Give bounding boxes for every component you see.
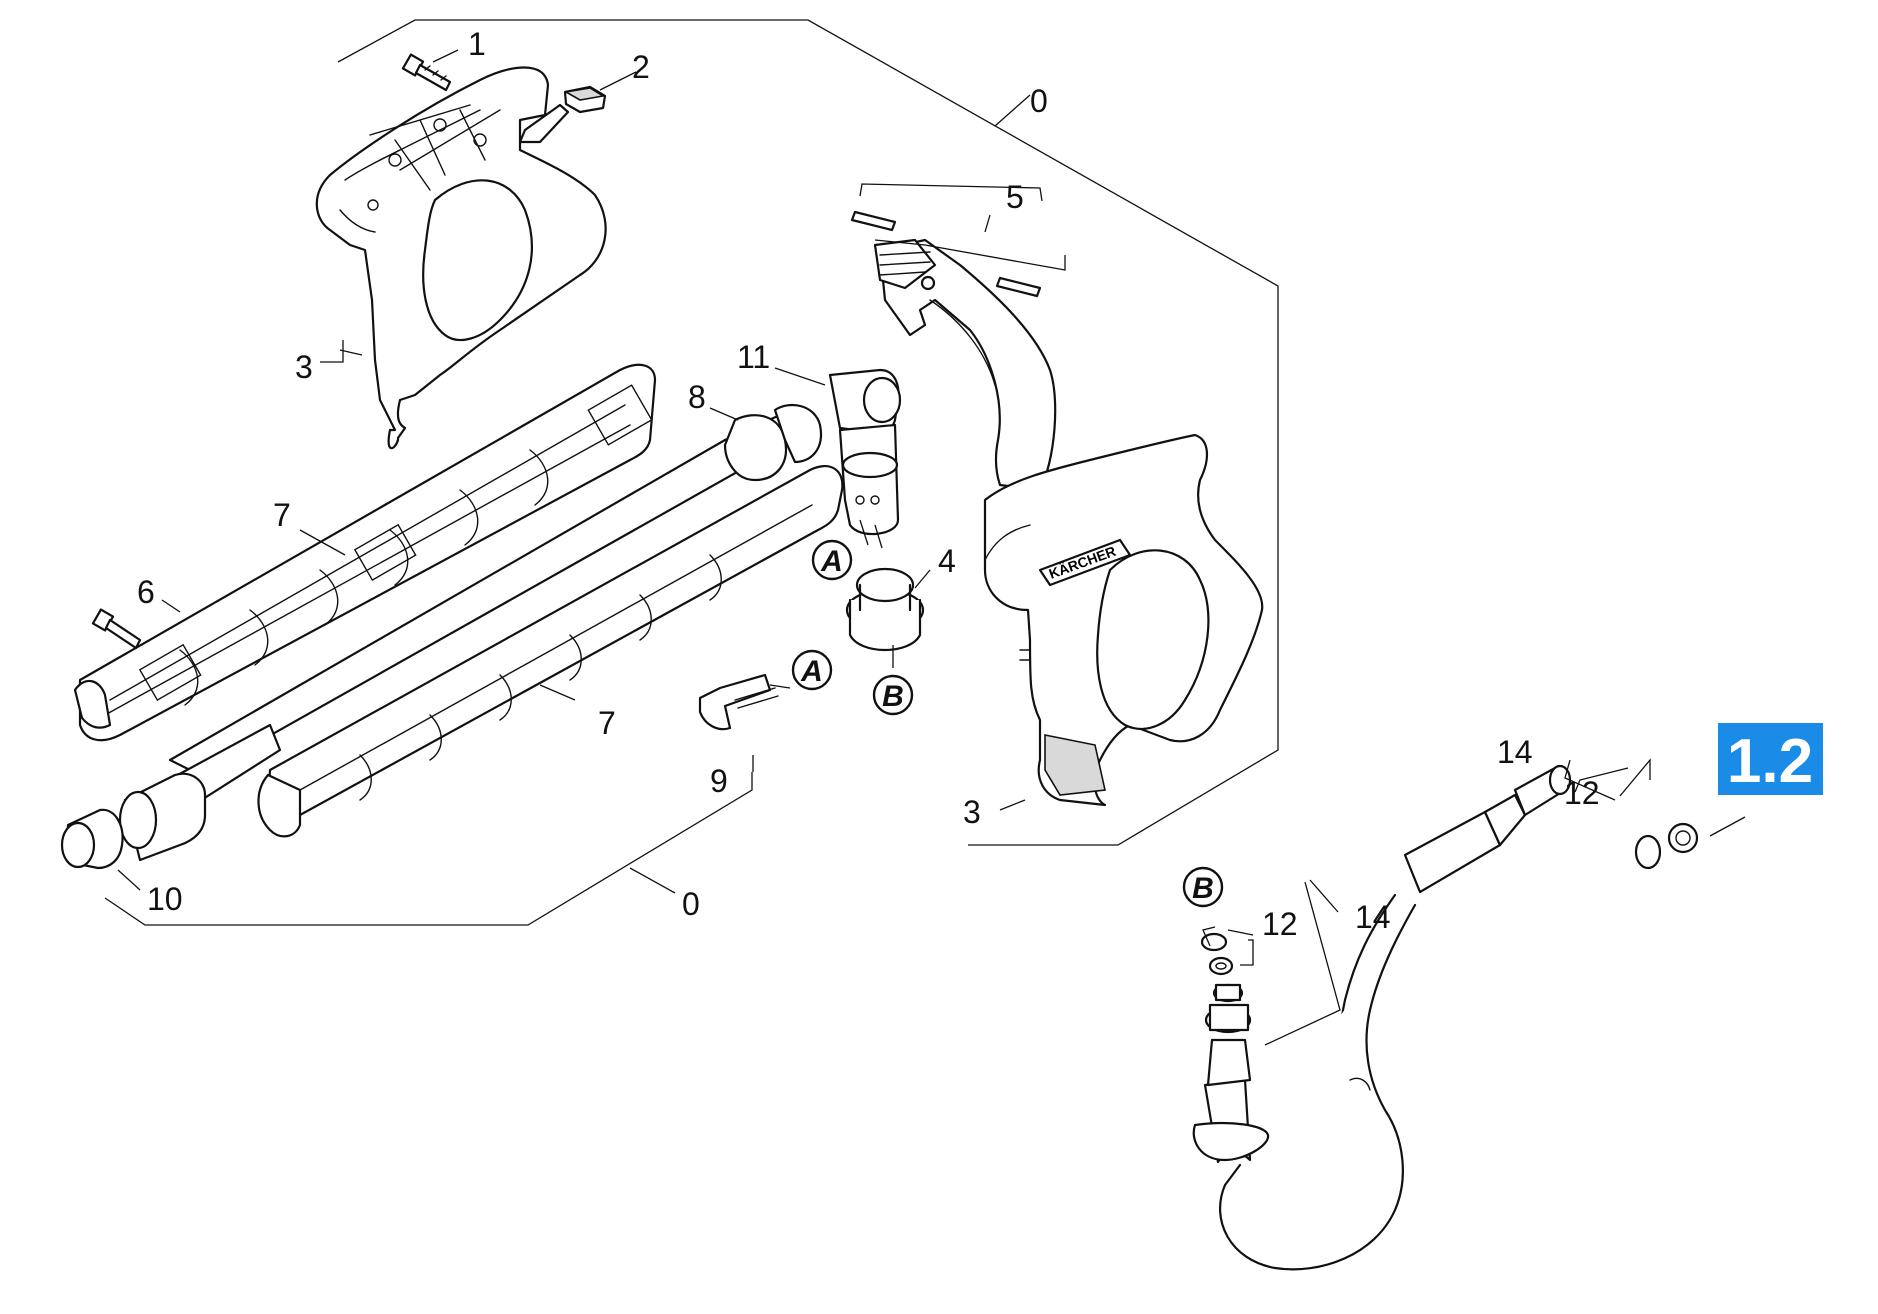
callout-0-top: 0 [1030, 83, 1048, 119]
section-badge-label: 1.2 [1727, 727, 1813, 796]
screw-part-6 [91, 608, 142, 650]
screw-part-1 [401, 53, 452, 92]
callout-14-top: 14 [1497, 734, 1533, 770]
callout-12-bottom: 12 [1262, 906, 1298, 942]
callout-0-bottom: 0 [682, 886, 700, 922]
reference-tag-b-lower: B [1182, 866, 1224, 908]
leader-lines [117, 49, 1746, 1046]
svg-text:A: A [800, 655, 823, 688]
callout-7-lower: 7 [598, 705, 616, 741]
spray-lance-tubes [60, 363, 902, 870]
callout-11: 11 [737, 339, 770, 375]
o-rings-bottom [1200, 932, 1234, 976]
callout-4: 4 [938, 543, 956, 579]
callout-2: 2 [632, 49, 650, 85]
trigger-part-5 [850, 183, 1066, 492]
clip-part-9 [698, 673, 779, 731]
high-pressure-hose [1192, 764, 1572, 1271]
reference-tag-a-upper: A [811, 539, 853, 581]
callout-14-bottom: 14 [1355, 899, 1391, 935]
union-nut-part-4 [845, 567, 925, 652]
callout-12-top: 12 [1564, 775, 1600, 811]
callout-9: 9 [710, 763, 728, 799]
callout-10: 10 [147, 881, 183, 917]
callout-6: 6 [137, 574, 155, 610]
svg-text:B: B [882, 680, 904, 713]
svg-text:B: B [1192, 872, 1214, 905]
reference-tag-a-lower: A [791, 649, 833, 691]
svg-text:A: A [820, 545, 843, 578]
callout-5: 5 [1006, 179, 1024, 215]
callout-1: 1 [468, 26, 486, 62]
callout-3-left: 3 [295, 349, 313, 385]
handle-shell-left [315, 66, 607, 450]
handle-shell-right: KÄRCHER [983, 433, 1264, 807]
callout-8: 8 [688, 379, 706, 415]
callout-3-right: 3 [963, 794, 981, 830]
reference-tag-b-upper: B [872, 674, 914, 716]
assembly-0-boundary [104, 19, 1279, 926]
callout-7-upper: 7 [273, 497, 291, 533]
callout-labels: 1 2 0 5 3 11 8 7 6 4 7 9 3 10 0 14 12 12… [137, 26, 1600, 942]
section-badge: 1.2 [1718, 723, 1823, 796]
trigger-lock-part-2 [518, 85, 607, 144]
o-rings-top [1634, 822, 1699, 870]
